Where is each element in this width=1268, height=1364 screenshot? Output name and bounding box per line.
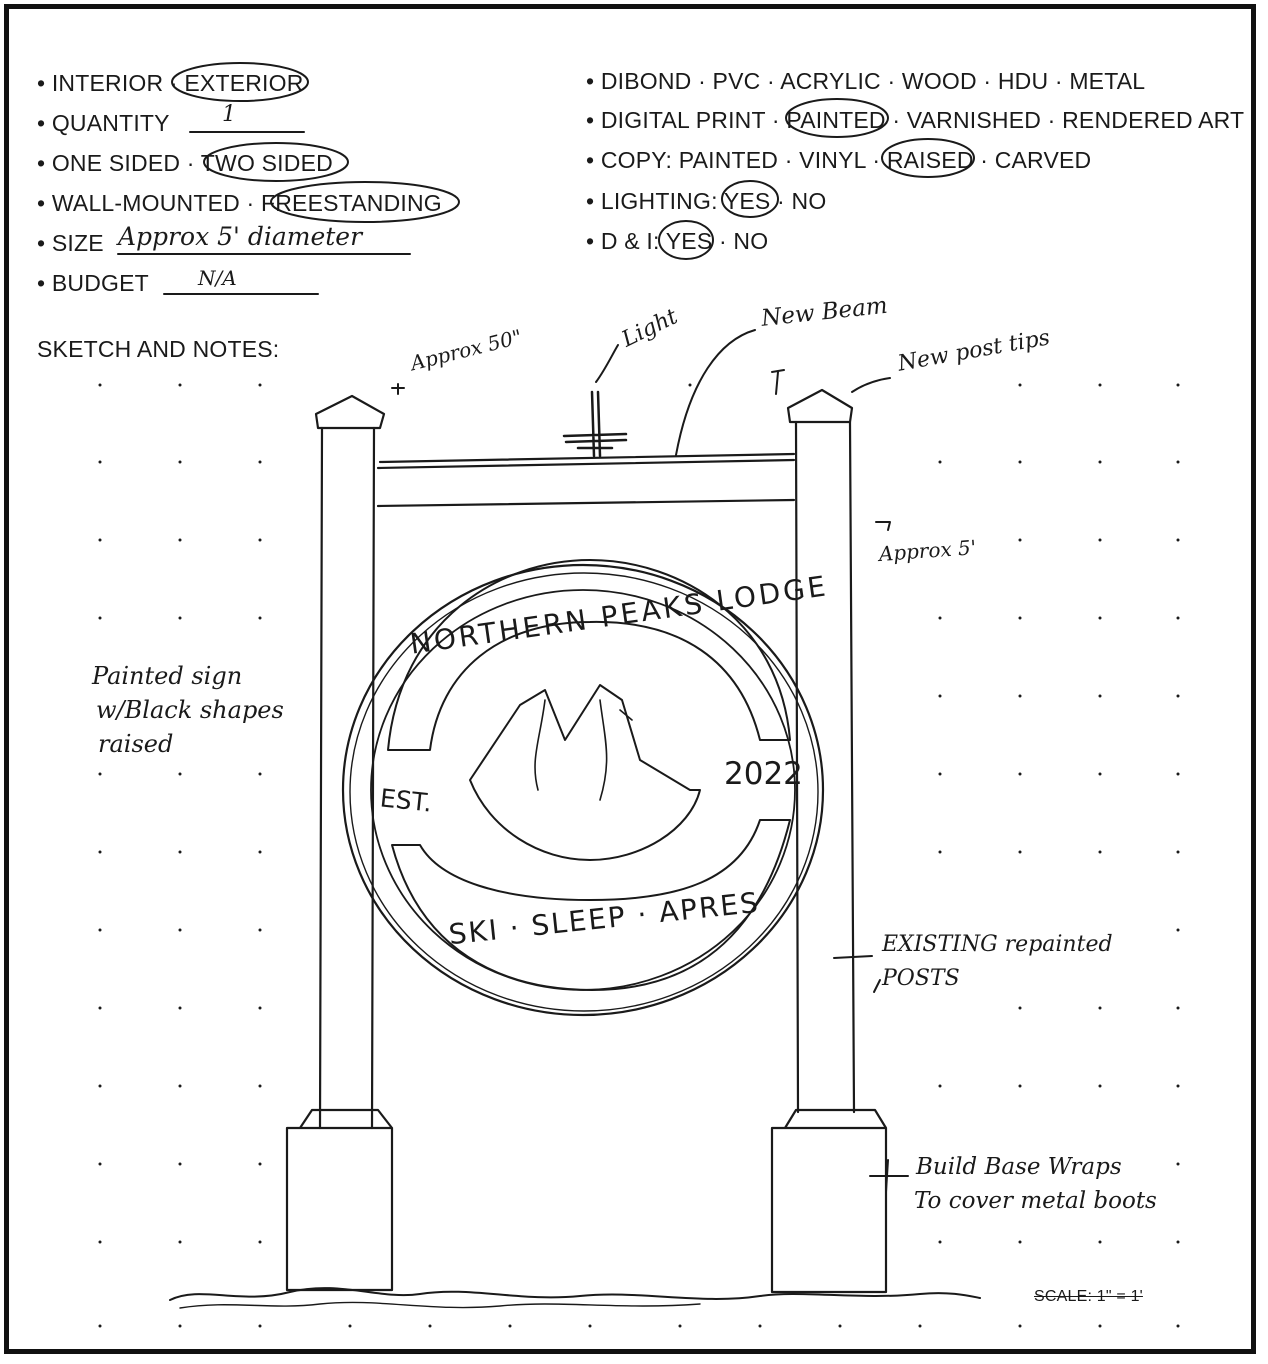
right-post-base	[770, 1108, 888, 1294]
finish-line: • DIGITAL PRINT · PAINTED · VARNISHED · …	[586, 107, 1244, 134]
left-post	[318, 426, 376, 1130]
interior-exterior-line: • INTERIOR · EXTERIOR	[37, 70, 304, 97]
sign-est-text: EST.	[378, 783, 434, 818]
di-no-option: · NO	[712, 228, 769, 254]
note-base-wraps-line2: To cover metal boots	[914, 1188, 1157, 1214]
di-label: • D & I:	[586, 228, 666, 254]
di-yes-circled: YES	[665, 228, 713, 254]
mount-line: • WALL-MOUNTED · FREESTANDING	[37, 190, 442, 217]
existing-posts-leader-line	[833, 955, 881, 993]
left-post-base	[285, 1108, 394, 1292]
top-banner-arc	[387, 559, 791, 751]
painted-option-circled: PAINTED	[786, 107, 886, 133]
interior-label: • INTERIOR ·	[37, 70, 185, 96]
light-leader-line	[595, 344, 619, 383]
circle-painted	[785, 98, 889, 138]
circle-two-sided	[203, 142, 349, 182]
light-fixture	[562, 390, 628, 458]
mountain-ridges	[534, 699, 633, 801]
circle-di-yes	[658, 220, 714, 260]
lighting-line: • LIGHTING: YES · NO	[586, 188, 826, 215]
wall-mounted-label: • WALL-MOUNTED ·	[37, 190, 261, 216]
circle-raised	[881, 138, 975, 178]
base-wrap-leader-line	[869, 1159, 909, 1193]
freestanding-option-circled: FREESTANDING	[261, 190, 442, 216]
two-sided-option-circled: TWO SIDED	[200, 150, 333, 176]
budget-label: • BUDGET	[37, 270, 149, 296]
sign-outer-circle	[341, 563, 825, 1017]
beam-top-marker	[771, 369, 785, 395]
circle-exterior	[171, 62, 309, 102]
budget-value: N/A	[198, 266, 237, 290]
ground-line	[169, 1287, 981, 1301]
budget-line: • BUDGET	[37, 270, 149, 297]
material-line: • DIBOND · PVC · ACRYLIC · WOOD · HDU · …	[586, 68, 1146, 94]
right-post	[794, 420, 856, 1114]
lighting-no-option: · NO	[770, 188, 827, 214]
lighting-label: • LIGHTING:	[586, 188, 724, 214]
sides-line: • ONE SIDED · TWO SIDED	[37, 150, 333, 177]
mountain-shape	[469, 684, 701, 861]
approx-5-marker	[875, 521, 891, 531]
size-label: • SIZE	[37, 230, 104, 256]
size-line: • SIZE	[37, 230, 104, 257]
note-painted-sign-line2: w/Black shapes	[96, 696, 284, 724]
digital-print-label: • DIGITAL PRINT ·	[586, 107, 787, 133]
bottom-banner-arc	[391, 819, 791, 991]
size-value: Approx 5' diameter	[118, 222, 363, 251]
sign-year-text: 2022	[724, 756, 803, 792]
one-sided-label: • ONE SIDED ·	[37, 150, 201, 176]
quantity-label: • QUANTITY	[37, 110, 170, 136]
left-post-cap	[314, 394, 386, 430]
note-painted-sign-line1: Painted sign	[92, 662, 243, 690]
sketch-heading: SKETCH AND NOTES:	[37, 336, 280, 362]
note-painted-sign-line3: raised	[98, 730, 174, 758]
sketch-sheet	[4, 4, 1256, 1354]
raised-option-circled: RAISED	[886, 147, 974, 173]
note-existing-posts-line1: EXISTING repainted	[882, 932, 1113, 957]
lighting-yes-circled: YES	[723, 188, 771, 214]
copy-line: • COPY: PAINTED · VINYL · RAISED · CARVE…	[586, 147, 1091, 174]
new-beam	[376, 452, 796, 508]
quantity-value: 1	[222, 102, 236, 127]
beam-leader-line	[675, 329, 756, 456]
circle-lighting-yes	[721, 180, 779, 218]
finish-remaining-options: · VARNISHED · RENDERED ART	[885, 107, 1245, 133]
note-base-wraps-line1: Build Base Wraps	[916, 1154, 1122, 1180]
dot-grid	[98, 383, 1180, 1328]
right-post-cap	[786, 388, 854, 424]
exterior-option-circled: EXTERIOR	[184, 70, 304, 96]
copy-remaining-options: · CARVED	[973, 147, 1092, 173]
circle-freestanding	[270, 181, 460, 223]
di-line: • D & I: YES · NO	[586, 228, 768, 255]
approx-50-marker	[391, 383, 405, 395]
note-existing-posts-line2: POSTS	[882, 966, 960, 991]
copy-label: • COPY: PAINTED · VINYL ·	[586, 147, 887, 173]
scale-label-struck: SCALE: 1" = 1'	[1034, 1288, 1143, 1305]
quantity-line: • QUANTITY	[37, 110, 170, 137]
post-tips-leader-line	[851, 377, 891, 393]
